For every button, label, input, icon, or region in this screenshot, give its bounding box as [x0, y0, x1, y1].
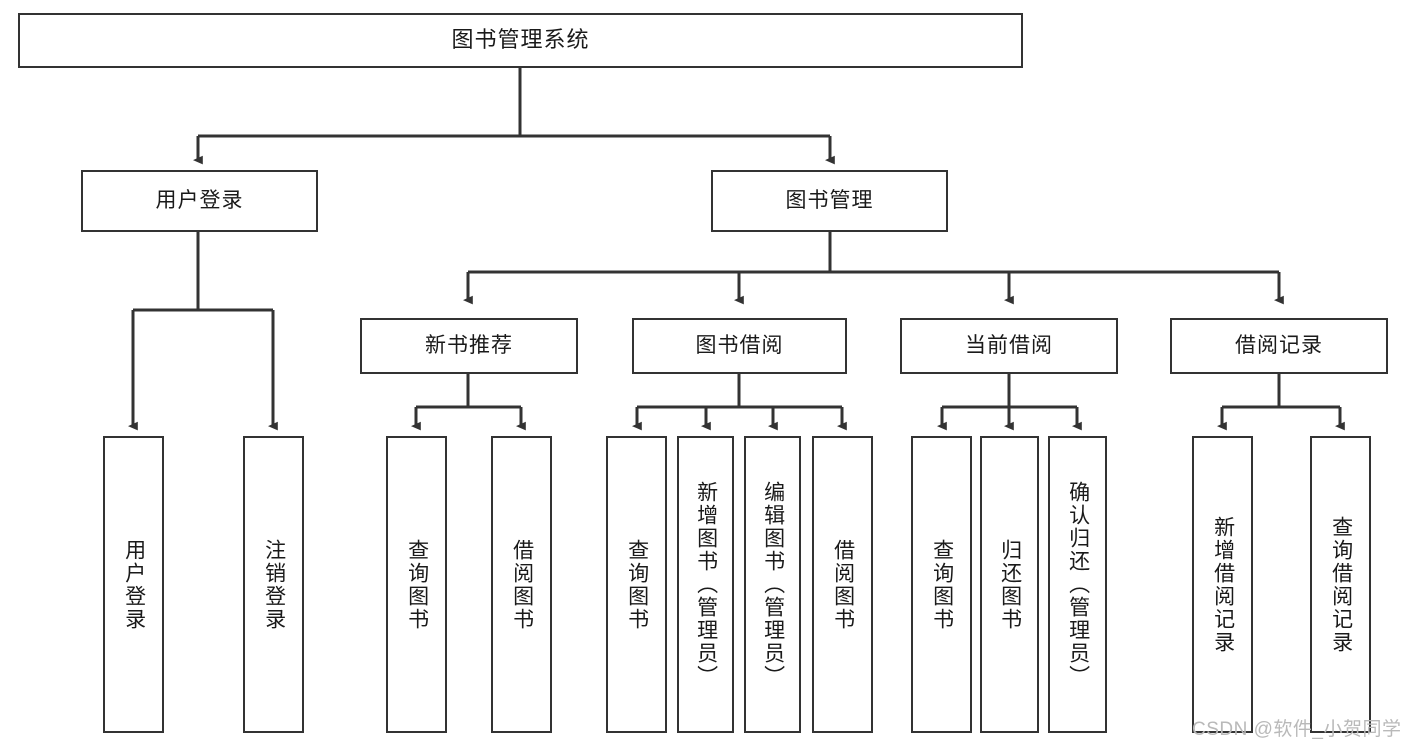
node-leaf-query-book-3[interactable]: 查询图书 — [911, 436, 972, 733]
node-user-login[interactable]: 用户登录 — [81, 170, 318, 232]
node-leaf-query-record[interactable]: 查询借阅记录 — [1310, 436, 1371, 733]
node-leaf-add-record[interactable]: 新增借阅记录 — [1192, 436, 1253, 733]
node-leaf-query-book-1[interactable]: 查询图书 — [386, 436, 447, 733]
node-leaf-return-book[interactable]: 归还图书 — [980, 436, 1039, 733]
node-book-manage[interactable]: 图书管理 — [711, 170, 948, 232]
node-new-book-recommend[interactable]: 新书推荐 — [360, 318, 578, 374]
csdn-watermark: CSDN @软件_小贺同学 — [1192, 719, 1402, 740]
node-current-borrow[interactable]: 当前借阅 — [900, 318, 1118, 374]
node-leaf-confirm-return[interactable]: 确认归还（管理员） — [1048, 436, 1107, 733]
node-leaf-logout[interactable]: 注销登录 — [243, 436, 304, 733]
node-leaf-query-book-2[interactable]: 查询图书 — [606, 436, 667, 733]
node-book-borrow[interactable]: 图书借阅 — [632, 318, 847, 374]
node-leaf-user-login[interactable]: 用户登录 — [103, 436, 164, 733]
node-borrow-record[interactable]: 借阅记录 — [1170, 318, 1388, 374]
node-root[interactable]: 图书管理系统 — [18, 13, 1023, 68]
node-leaf-borrow-book-2[interactable]: 借阅图书 — [812, 436, 873, 733]
node-leaf-add-book[interactable]: 新增图书（管理员） — [677, 436, 734, 733]
node-leaf-borrow-book-1[interactable]: 借阅图书 — [491, 436, 552, 733]
node-leaf-edit-book[interactable]: 编辑图书（管理员） — [744, 436, 801, 733]
